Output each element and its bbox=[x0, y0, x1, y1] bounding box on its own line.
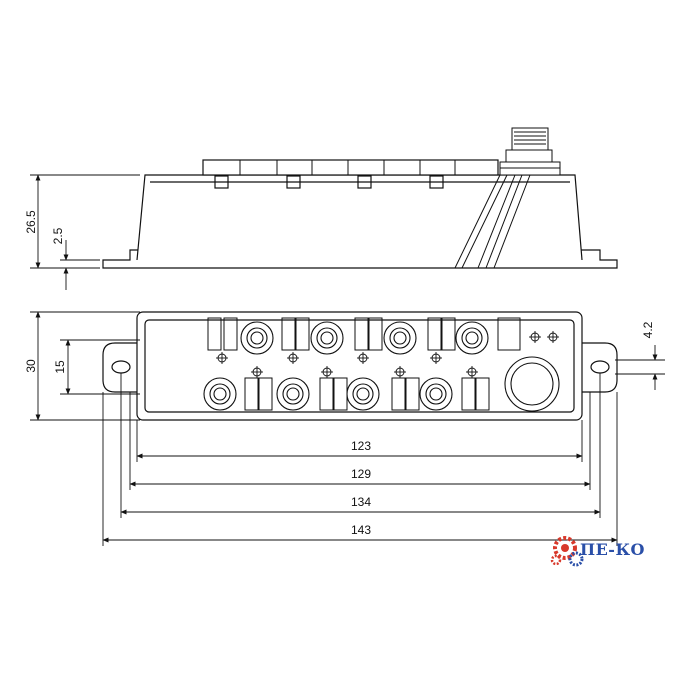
dim-width-143: 143 bbox=[351, 523, 371, 537]
port-upper-4 bbox=[455, 321, 489, 355]
dim-width-123: 123 bbox=[351, 439, 371, 453]
label-slots bbox=[207, 317, 521, 411]
left-flange bbox=[102, 342, 137, 393]
side-window bbox=[214, 175, 229, 189]
port-upper-1 bbox=[240, 321, 274, 355]
dim-width-134: 134 bbox=[351, 495, 371, 509]
side-dimensions bbox=[30, 174, 140, 290]
logo-gear-icon bbox=[550, 536, 584, 567]
side-connector bbox=[499, 127, 561, 176]
ports bbox=[203, 321, 560, 412]
port-lower-2 bbox=[276, 377, 310, 411]
side-view bbox=[102, 127, 618, 269]
dim-height-top: 30 bbox=[24, 359, 38, 373]
side-top-strip bbox=[202, 159, 499, 176]
brand-logo-text: ПЕ-КО bbox=[580, 540, 645, 559]
dim-base-thickness: 2.5 bbox=[51, 227, 65, 244]
indicator-marks bbox=[216, 331, 559, 378]
top-dimensions bbox=[30, 311, 665, 546]
right-flange bbox=[582, 342, 618, 393]
side-break-lines bbox=[454, 174, 531, 269]
port-upper-3 bbox=[383, 321, 417, 355]
dim-hole-diameter: 4.2 bbox=[641, 321, 655, 338]
main-connector bbox=[504, 356, 560, 412]
side-top-segments bbox=[239, 160, 456, 175]
dim-height-side: 26.5 bbox=[24, 210, 38, 234]
side-window bbox=[286, 175, 301, 189]
top-view bbox=[102, 311, 618, 421]
port-lower-4 bbox=[419, 377, 453, 411]
port-lower-1 bbox=[203, 377, 237, 411]
dim-width-129: 129 bbox=[351, 467, 371, 481]
side-window bbox=[429, 175, 444, 189]
top-body bbox=[136, 311, 583, 421]
dim-hole-spacing: 15 bbox=[53, 360, 67, 374]
side-window bbox=[357, 175, 372, 189]
port-upper-2 bbox=[310, 321, 344, 355]
